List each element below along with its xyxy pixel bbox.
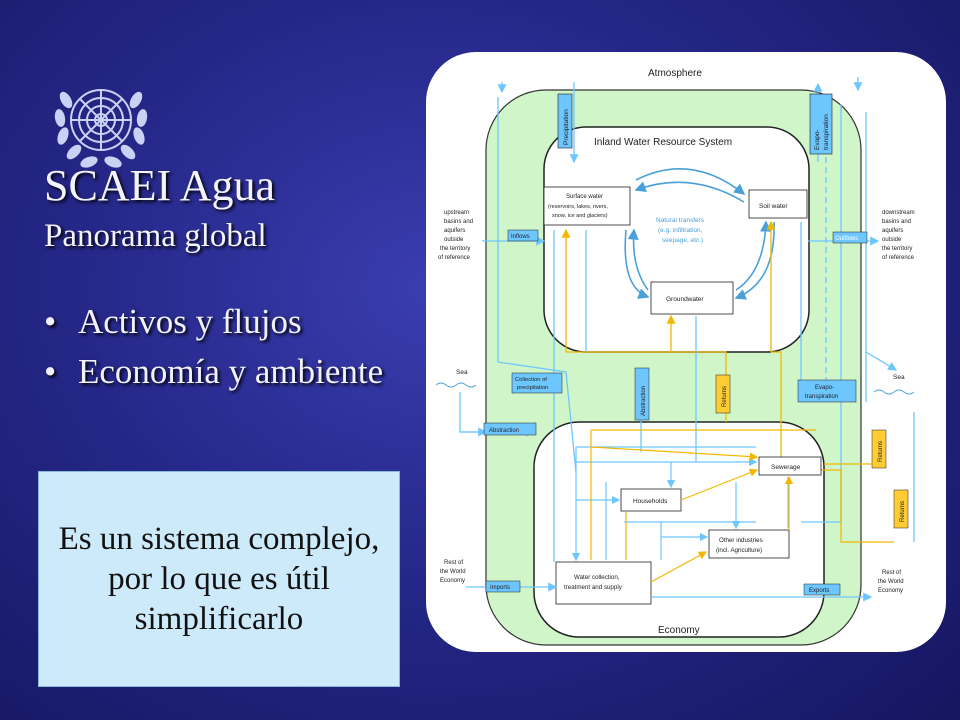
returns-right-top-box: [871, 429, 887, 469]
upstream-label: upstream basins and aquifers outside the…: [438, 210, 473, 261]
evapotranspiration-box-bottom: [797, 379, 857, 403]
rest-of-world-right-label: Rest of the World Economy: [878, 570, 904, 594]
un-emblem-icon: [46, 70, 156, 180]
water-collection-box: [555, 561, 652, 605]
abstraction-vertical-label: Abstraction: [641, 386, 647, 416]
natural-transfers-label-2: (e.g. infiltration,: [658, 227, 703, 234]
inland-system-label: Inland Water Resource System: [594, 137, 732, 148]
imports-box: [485, 580, 521, 593]
water-collection-label-2: treatment and supply: [564, 584, 623, 591]
sea-wave-left-icon: [435, 382, 477, 388]
bullet-text: Economía y ambiente: [78, 352, 384, 391]
surface-water-label-1: Surface water: [566, 194, 603, 200]
precipitation-label: Precipitation: [563, 109, 570, 145]
row-right-line: the World: [878, 579, 904, 585]
inflows-box: [507, 229, 539, 242]
abstraction-horizontal-label: Abstraction: [489, 428, 519, 434]
natural-transfers-label-3: seepage, etc.): [662, 237, 703, 244]
inflows-label: Inflows: [511, 234, 530, 240]
collection-label-1: Collection of: [515, 377, 547, 383]
row-left-line: the World: [440, 569, 466, 575]
collection-label-2: precipitation: [517, 385, 548, 391]
downstream-line: of reference: [882, 255, 915, 261]
exports-box: [803, 583, 841, 596]
downstream-line: the territory: [882, 246, 912, 252]
downstream-line: basins and: [882, 219, 911, 225]
sea-label-right: Sea: [893, 374, 905, 381]
row-right-line: Economy: [878, 588, 903, 594]
exports-label: Exports: [809, 588, 829, 594]
callout-text: Es un sistema complejo, por lo que es út…: [58, 521, 380, 637]
upstream-line: the territory: [440, 246, 470, 252]
upstream-line: of reference: [438, 255, 471, 261]
returns-right-top-label: Returns: [878, 441, 884, 462]
other-industries-box: [708, 529, 790, 559]
water-flow-diagram: Atmosphere Precipitation Evapo- transpir…: [426, 52, 946, 652]
precipitation-box: [557, 93, 573, 149]
atmosphere-label: Atmosphere: [648, 68, 702, 79]
returns-right-bottom-label: Returns: [900, 501, 906, 522]
row-left-line: Economy: [440, 578, 465, 584]
water-collection-label-1: Water collection,: [574, 574, 620, 581]
slide-title: SCAEI Agua: [44, 161, 275, 210]
surface-water-box: [543, 186, 631, 226]
soil-water-label: Soil water: [759, 203, 788, 210]
sea-wave-right-icon: [873, 389, 915, 395]
upstream-line: outside: [444, 237, 464, 243]
bullet-dot-icon: •: [44, 302, 57, 341]
evapotranspiration-label-bottom-1: Evapo-: [815, 385, 834, 391]
households-label: Households: [633, 498, 668, 505]
abstraction-horizontal-box: [483, 422, 537, 436]
other-industries-label-2: (incl. Agriculture): [716, 547, 762, 554]
upstream-line: aquifers: [444, 228, 465, 234]
evapotranspiration-label-top-2: transpiration: [823, 114, 830, 150]
evapotranspiration-box-top: [809, 93, 833, 155]
returns-middle-label: Returns: [722, 386, 728, 407]
rest-of-world-left-label: Rest of the World Economy: [440, 560, 466, 584]
upstream-line: basins and: [444, 219, 473, 225]
downstream-line: outside: [882, 237, 902, 243]
evapotranspiration-label-top-1: Evapo-: [814, 129, 821, 150]
outflows-label: Outflows: [835, 236, 858, 242]
abstraction-vertical-box: [634, 367, 650, 421]
slide-subtitle: Panorama global: [44, 218, 267, 254]
soil-water-box: [748, 189, 808, 219]
collection-precipitation-box: [511, 372, 563, 394]
economy-label: Economy: [658, 625, 700, 636]
bullet-list: • Activos y flujos • Economía y ambiente: [44, 303, 384, 403]
groundwater-label: Groundwater: [666, 296, 704, 303]
bullet-text: Activos y flujos: [78, 302, 302, 341]
sewerage-label: Sewerage: [771, 464, 801, 471]
other-industries-label-1: Other industries: [719, 537, 763, 544]
bullet-item: • Activos y flujos: [44, 303, 384, 341]
downstream-line: aquifers: [882, 228, 903, 234]
evapotranspiration-label-bottom-2: transpiration: [805, 394, 838, 400]
returns-middle-box: [715, 374, 731, 414]
sea-label-left: Sea: [456, 369, 468, 376]
callout-box: Es un sistema complejo, por lo que es út…: [38, 471, 400, 687]
upstream-line: upstream: [444, 210, 469, 216]
imports-label: Imports: [490, 585, 510, 591]
natural-transfers-label-1: Natural transfers: [656, 217, 705, 224]
downstream-line: downstream: [882, 210, 915, 216]
downstream-label: downstream basins and aquifers outside t…: [882, 210, 915, 261]
row-left-line: Rest of: [444, 560, 463, 566]
returns-right-bottom-box: [893, 489, 909, 529]
surface-water-label-3: snow, ice and glaciers): [552, 213, 608, 219]
row-right-line: Rest of: [882, 570, 901, 576]
bullet-dot-icon: •: [44, 352, 57, 391]
groundwater-box: [650, 281, 734, 315]
outflows-box: [832, 231, 868, 244]
surface-water-label-2: (reservoirs, lakes, rivers,: [548, 204, 608, 210]
sewerage-box: [758, 456, 822, 476]
bullet-item: • Economía y ambiente: [44, 353, 384, 391]
